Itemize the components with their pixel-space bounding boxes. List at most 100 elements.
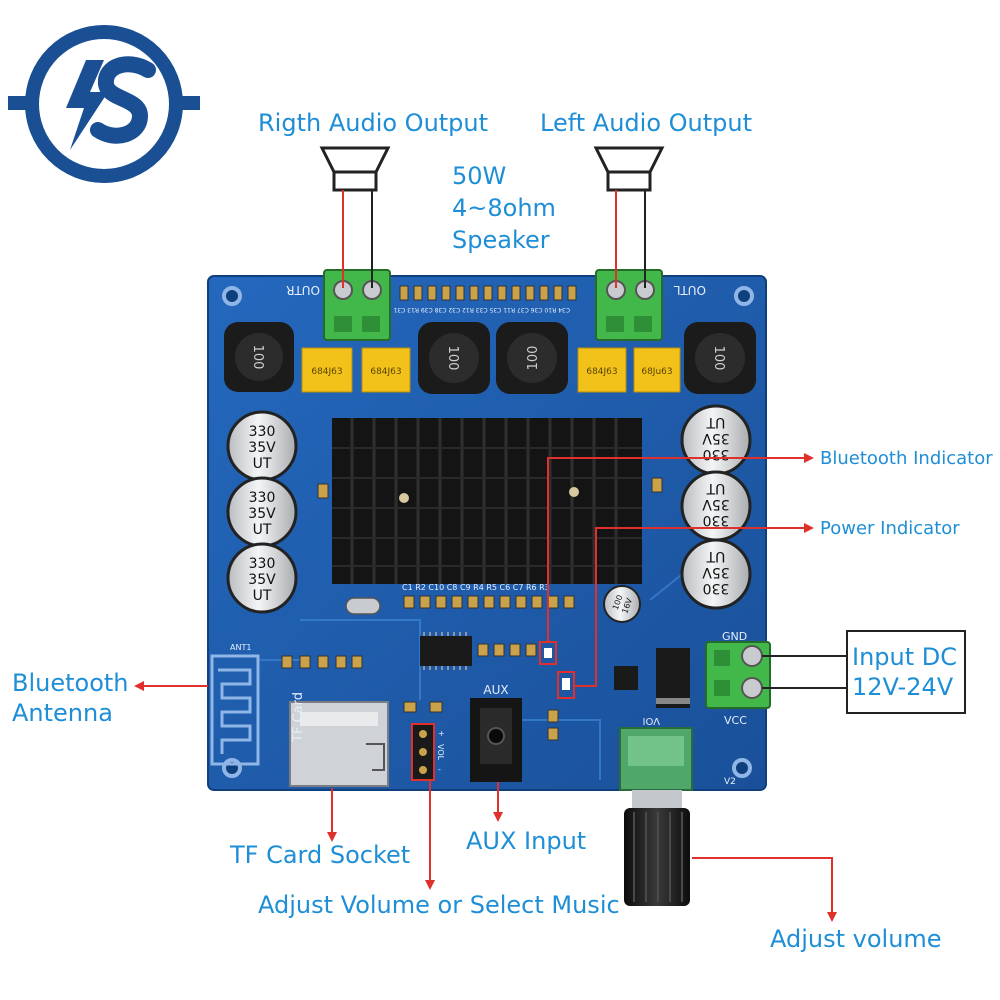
- silk-outl: OUTL: [673, 283, 706, 297]
- svg-text:684J63: 684J63: [370, 367, 401, 377]
- svg-text:UT: UT: [706, 548, 725, 564]
- svg-text:100: 100: [445, 346, 460, 371]
- inductor-4: 100: [684, 322, 756, 394]
- svg-text:330: 330: [249, 556, 276, 572]
- film-cap-c31: 68Ju63: [633, 347, 681, 393]
- regulator-u3: [614, 666, 638, 690]
- electrolytic-cap-c15: 330 35V UT: [226, 410, 298, 482]
- svg-text:330: 330: [703, 512, 730, 528]
- speaker-icon: [319, 146, 391, 192]
- vol-header: [411, 723, 435, 781]
- svg-text:UT: UT: [253, 588, 272, 604]
- crystal-y1: [345, 597, 381, 615]
- svg-text:TF Card: TF Card: [291, 692, 306, 743]
- silk-vol-minus: -: [438, 765, 441, 774]
- label-right-audio-output: Rigth Audio Output: [258, 109, 489, 137]
- arrow-icon: [547, 453, 814, 642]
- svg-text:330: 330: [703, 446, 730, 462]
- speaker-icon: [593, 146, 665, 192]
- smd-row-top: [399, 285, 577, 301]
- label-left-audio-output: Left Audio Output: [540, 109, 752, 137]
- svg-text:330: 330: [703, 580, 730, 596]
- volume-knob[interactable]: [619, 727, 693, 906]
- bluetooth-antenna-trace: [210, 654, 260, 766]
- diode-d1: [656, 648, 690, 708]
- svg-text:330: 330: [249, 490, 276, 506]
- svg-text:100: 100: [250, 345, 265, 370]
- tf-card-socket: TF Card: [289, 692, 389, 787]
- svg-text:684J63: 684J63: [311, 367, 342, 377]
- silk-vol-pin-label: VOL: [436, 744, 445, 761]
- svg-text:UT: UT: [706, 414, 725, 430]
- power-lines: [762, 655, 846, 689]
- output-terminal-left: [595, 269, 663, 341]
- svg-text:UT: UT: [253, 522, 272, 538]
- bluetooth-antenna-line2: Antenna: [12, 699, 113, 727]
- svg-text:100: 100: [526, 346, 541, 371]
- film-cap-c30: 684J63: [577, 347, 627, 393]
- bluetooth-antenna-line1: Bluetooth: [12, 669, 129, 697]
- label-adjust-volume-select-music: Adjust Volume or Select Music: [258, 891, 620, 919]
- power-terminal: [705, 641, 771, 709]
- silk-refs-mid: C1 R2 C10 C8 C9 R4 R5 C6 C7 R6 R3: [402, 583, 550, 592]
- electrolytic-cap-c12: 330 35V UT: [680, 404, 752, 476]
- silk-ant: ANT1: [230, 643, 251, 652]
- arrow-icon: [692, 857, 837, 922]
- electrolytic-cap-c14: 330 35V UT: [226, 476, 298, 548]
- svg-text:AUX: AUX: [483, 683, 508, 697]
- label-input-dc: Input DC 12V-24V: [852, 642, 957, 702]
- silk-v2: V2: [724, 777, 736, 787]
- electrolytic-cap-c16: 330 35V UT: [226, 542, 298, 614]
- callout-arrows: [134, 453, 837, 922]
- electrolytic-cap-c5: 330 35V UT: [680, 538, 752, 610]
- label-tf-card-socket: TF Card Socket: [230, 841, 411, 869]
- heatsink: [332, 418, 642, 584]
- input-dc-box: [846, 630, 966, 714]
- label-adjust-volume: Adjust volume: [770, 925, 942, 953]
- svg-text:684J63: 684J63: [586, 367, 617, 377]
- svg-text:35V: 35V: [702, 430, 730, 446]
- electrolytic-cap-c13: 330 35V UT: [680, 470, 752, 542]
- silk-outr: OUTR: [286, 283, 320, 297]
- inductor-3: 100: [496, 322, 568, 394]
- svg-text:35V: 35V: [248, 506, 276, 522]
- smd-row-mid: [281, 477, 663, 741]
- chip-u2: [420, 632, 472, 670]
- svg-text:UT: UT: [253, 456, 272, 472]
- film-cap-c29: 684J63: [361, 347, 411, 393]
- silk-vol: VOI: [643, 715, 661, 726]
- inductor-1: 100: [224, 322, 294, 392]
- svg-text:35V: 35V: [702, 564, 730, 580]
- output-terminal-right: [323, 269, 391, 341]
- speaker-power: 50W: [452, 162, 507, 190]
- label-power-indicator: Power Indicator: [820, 518, 960, 539]
- label-aux-input: AUX Input: [466, 827, 587, 855]
- small-cap-c18: 100 16V: [603, 585, 641, 623]
- speaker-wires: [342, 190, 646, 288]
- silk-vcc: VCC: [724, 714, 747, 727]
- svg-text:35V: 35V: [248, 572, 276, 588]
- svg-text:35V: 35V: [248, 440, 276, 456]
- svg-text:35V: 35V: [702, 496, 730, 512]
- input-dc-voltage: 12V-24V: [852, 673, 954, 701]
- svg-text:100: 100: [711, 346, 726, 371]
- brand-logo-icon: [8, 25, 200, 183]
- speaker-word: Speaker: [452, 226, 550, 254]
- arrow-icon: [574, 523, 814, 687]
- svg-text:UT: UT: [706, 480, 725, 496]
- speaker-impedance: 4~8ohm: [452, 194, 556, 222]
- svg-text:68Ju63: 68Ju63: [641, 367, 672, 377]
- silk-gnd: GND: [722, 630, 747, 643]
- inductor-2: 100: [418, 322, 490, 394]
- input-dc-title: Input DC: [852, 643, 958, 671]
- svg-text:330: 330: [249, 424, 276, 440]
- silk-vol-plus: +: [438, 729, 445, 738]
- silk-refs-top: C34 R10 C36 C37 R11 C35 C33 R12 C32 C38 …: [393, 306, 570, 313]
- label-bluetooth-indicator: Bluetooth Indicator: [820, 448, 993, 469]
- film-cap-c28: 684J63: [301, 347, 353, 393]
- label-speaker-spec: 50W 4~8ohm Speaker: [452, 160, 556, 256]
- aux-jack: AUX: [470, 683, 522, 782]
- label-bluetooth-antenna: Bluetooth Antenna: [12, 668, 129, 728]
